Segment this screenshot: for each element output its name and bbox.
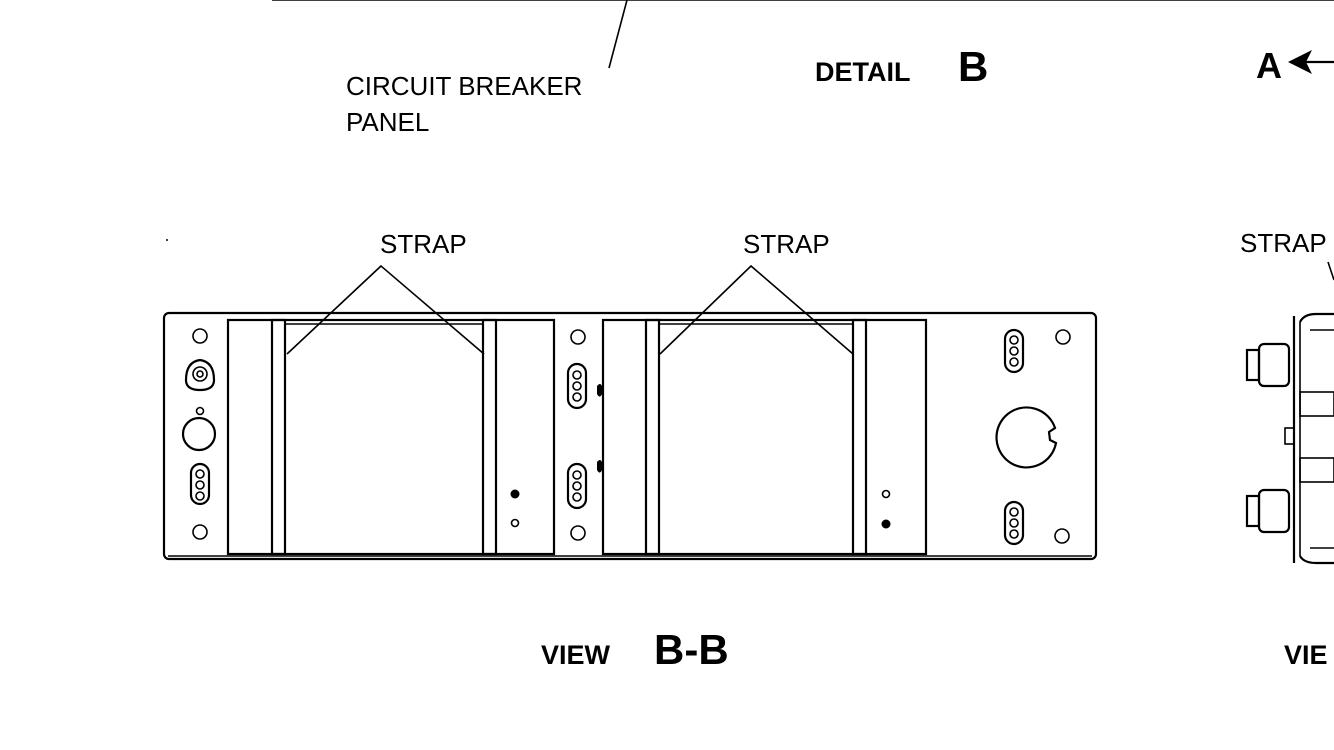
mounting-plate [162, 311, 1098, 561]
strap-left-b [481, 318, 498, 556]
strap-right-b [851, 318, 868, 556]
strap-leader-right [1327, 261, 1334, 281]
circuit-breaker-label-line1: CIRCUIT BREAKER [346, 71, 582, 101]
circuit-breaker-leader [608, 0, 628, 69]
middle-fasteners [510, 329, 891, 541]
view-a-arrow-icon [1288, 50, 1312, 74]
side-view-partial [1245, 312, 1334, 565]
left-fasteners [181, 328, 217, 540]
detail-letter: B [958, 43, 988, 90]
circuit-breaker-label-line2: PANEL [346, 107, 429, 137]
breaker-bay-right [601, 318, 928, 556]
strap-leader-left [286, 264, 485, 355]
view-a-letter: A [1256, 45, 1282, 86]
strap-left-a [270, 318, 287, 556]
right-fasteners [995, 328, 1071, 546]
view-label-partial: VIE [1284, 640, 1328, 670]
strap-label-right: STRAP [1240, 228, 1327, 258]
keyed-hole [995, 406, 1058, 469]
strap-label-middle: STRAP [743, 229, 830, 259]
strap-label-left: STRAP [380, 229, 467, 259]
strap-leader-middle [659, 264, 854, 355]
breaker-bay-left [226, 318, 556, 556]
stray-mark [166, 239, 168, 241]
view-letters: B-B [654, 626, 729, 673]
view-word: VIEW [541, 640, 611, 670]
detail-word: DETAIL [815, 57, 911, 87]
strap-right-a [644, 318, 661, 556]
